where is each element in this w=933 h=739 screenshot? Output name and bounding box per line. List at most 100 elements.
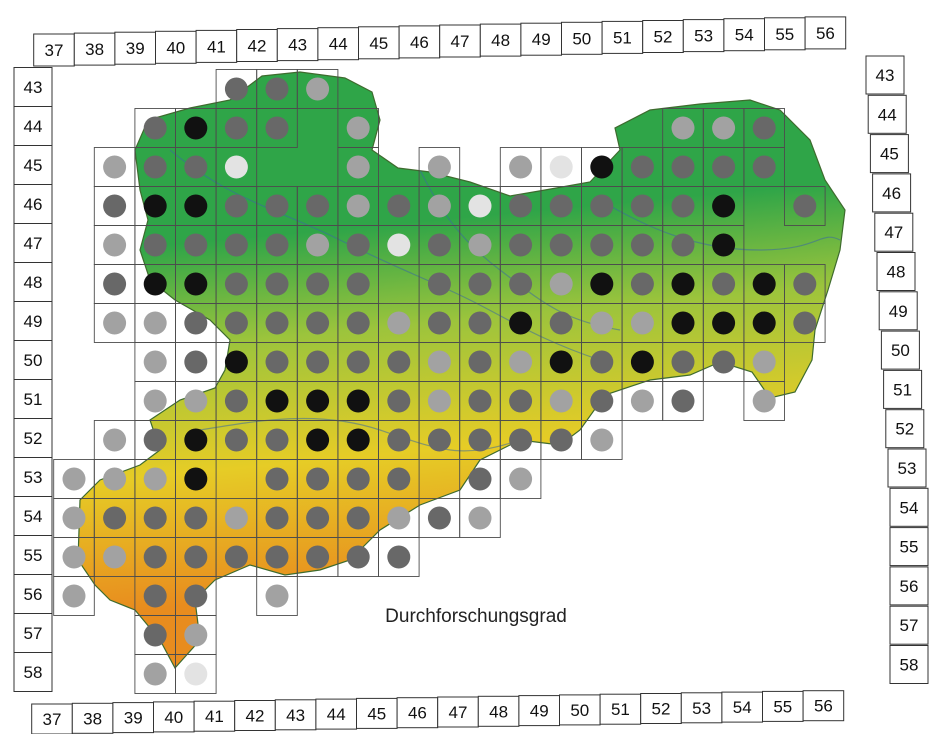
- survey-dot: [103, 467, 127, 491]
- survey-dot: [306, 428, 330, 452]
- grid-label: 51: [13, 379, 53, 419]
- survey-dot: [306, 194, 330, 218]
- survey-dot: [752, 155, 776, 179]
- survey-dot: [184, 545, 208, 569]
- grid-label: 51: [883, 369, 923, 409]
- grid-label-text: 43: [876, 66, 895, 85]
- survey-dot: [346, 545, 370, 569]
- survey-dot: [671, 311, 695, 335]
- survey-dot: [103, 506, 127, 530]
- grid-cell: [499, 459, 542, 499]
- survey-dot: [224, 116, 248, 140]
- survey-dot: [549, 311, 573, 335]
- grid-label-text: 45: [880, 145, 899, 164]
- grid-label: 45: [869, 134, 909, 174]
- grid-label-text: 42: [246, 707, 265, 726]
- grid-label: 58: [13, 652, 53, 692]
- grid-label-text: 49: [530, 702, 549, 721]
- survey-dot: [306, 389, 330, 413]
- grid-cells: [53, 69, 826, 694]
- survey-dot: [671, 272, 695, 296]
- grid-label: 48: [477, 695, 520, 727]
- survey-dot: [184, 155, 208, 179]
- grid-cell: [784, 303, 826, 343]
- survey-dot: [468, 506, 492, 530]
- survey-dot: [712, 233, 736, 257]
- grid-label: 51: [601, 20, 644, 54]
- grid-label: 56: [889, 566, 929, 606]
- survey-dot: [630, 350, 654, 374]
- survey-dot: [224, 389, 248, 413]
- survey-dot: [62, 467, 86, 491]
- grid-label: 38: [73, 32, 116, 66]
- survey-dot: [184, 623, 208, 647]
- grid-label: 52: [642, 20, 684, 53]
- grid-label-text: 40: [164, 708, 183, 727]
- survey-dot: [387, 467, 411, 491]
- grid-label-text: 42: [248, 37, 267, 56]
- survey-dot: [468, 467, 492, 491]
- survey-dot: [387, 545, 411, 569]
- survey-dot: [509, 155, 533, 179]
- survey-dot: [143, 155, 167, 179]
- survey-dot: [590, 311, 614, 335]
- survey-dot: [549, 428, 573, 452]
- grid-cell: [743, 381, 785, 421]
- grid-label: 49: [518, 695, 561, 727]
- grid-label-text: 56: [816, 24, 835, 43]
- grid-label-text: 47: [449, 703, 468, 722]
- survey-dots: [62, 77, 817, 686]
- survey-dot: [427, 428, 451, 452]
- grid-label-text: 55: [24, 546, 43, 565]
- survey-dot: [143, 584, 167, 608]
- survey-dot: [184, 272, 208, 296]
- grid-label-text: 55: [773, 697, 792, 716]
- map-caption: Durchforschungsgrad: [385, 606, 567, 627]
- grid-label-text: 56: [814, 697, 833, 716]
- grid-label-text: 48: [24, 273, 43, 292]
- survey-dot: [590, 350, 614, 374]
- grid-label: 56: [13, 574, 53, 614]
- survey-dot: [346, 272, 370, 296]
- grid-label: 47: [874, 212, 914, 252]
- survey-dot: [265, 506, 289, 530]
- survey-dot: [224, 272, 248, 296]
- survey-dot: [549, 233, 573, 257]
- survey-dot: [265, 350, 289, 374]
- survey-dot: [752, 389, 776, 413]
- grid-label-text: 43: [24, 78, 43, 97]
- grid-label: 48: [13, 262, 53, 302]
- grid-label: 58: [889, 645, 929, 684]
- survey-dot: [752, 116, 776, 140]
- survey-dot: [143, 506, 167, 530]
- survey-dot: [184, 428, 208, 452]
- grid-label: 45: [358, 26, 400, 60]
- grid-cell: [378, 537, 420, 577]
- grid-label: 39: [112, 702, 154, 734]
- grid-label-text: 56: [24, 585, 43, 604]
- grid-label-text: 53: [694, 27, 713, 46]
- grid-cell: [256, 108, 298, 148]
- grid-label: 53: [887, 448, 927, 488]
- survey-dot: [712, 116, 736, 140]
- survey-dot: [143, 545, 167, 569]
- survey-dot: [143, 623, 167, 647]
- grid-label-text: 47: [24, 234, 43, 253]
- grid-label-text: 46: [410, 33, 429, 52]
- grid-label-text: 48: [491, 31, 510, 50]
- survey-dot: [184, 389, 208, 413]
- grid-label: 50: [880, 330, 920, 370]
- grid-label-text: 39: [124, 709, 143, 728]
- grid-cell: [784, 186, 826, 226]
- survey-dot: [387, 506, 411, 530]
- grid-label-text: 49: [532, 30, 551, 49]
- survey-dot: [224, 194, 248, 218]
- grid-cell: [175, 654, 217, 694]
- grid-label-text: 50: [570, 701, 589, 720]
- grid-label: 52: [640, 693, 682, 724]
- survey-dot: [184, 506, 208, 530]
- grid-label-text: 45: [367, 704, 386, 723]
- grid-label: 40: [155, 30, 197, 64]
